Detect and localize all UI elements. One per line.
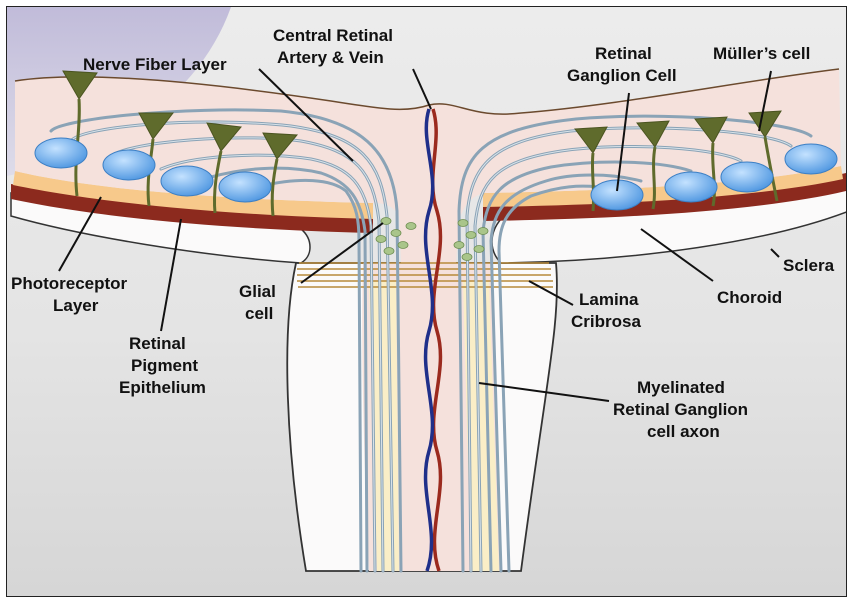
optic-nerve-diagram: Nerve Fiber Layer Central Retinal Artery… (7, 7, 847, 597)
label-choroid: Choroid (717, 288, 782, 307)
label-retinal-ganglion-1: Retinal (595, 44, 652, 63)
label-rpe-1: Retinal (129, 334, 186, 353)
label-photoreceptor-2: Layer (53, 296, 99, 315)
label-photoreceptor-1: Photoreceptor (11, 274, 128, 293)
label-lamina-1: Lamina (579, 290, 639, 309)
label-lamina-2: Cribrosa (571, 312, 641, 331)
label-nerve-fiber-layer: Nerve Fiber Layer (83, 55, 227, 74)
label-central-retinal-2: Artery & Vein (277, 48, 384, 67)
label-myelinated-1: Myelinated (637, 378, 725, 397)
label-retinal-ganglion-2: Ganglion Cell (567, 66, 677, 85)
label-glial-1: Glial (239, 282, 276, 301)
diagram-frame: Nerve Fiber Layer Central Retinal Artery… (6, 6, 847, 597)
label-muller-cell: Müller’s cell (713, 44, 810, 63)
label-central-retinal-1: Central Retinal (273, 26, 393, 45)
label-rpe-3: Epithelium (119, 378, 206, 397)
label-glial-2: cell (245, 304, 273, 323)
label-myelinated-3: cell axon (647, 422, 720, 441)
label-sclera: Sclera (783, 256, 835, 275)
label-myelinated-2: Retinal Ganglion (613, 400, 748, 419)
label-rpe-2: Pigment (131, 356, 198, 375)
